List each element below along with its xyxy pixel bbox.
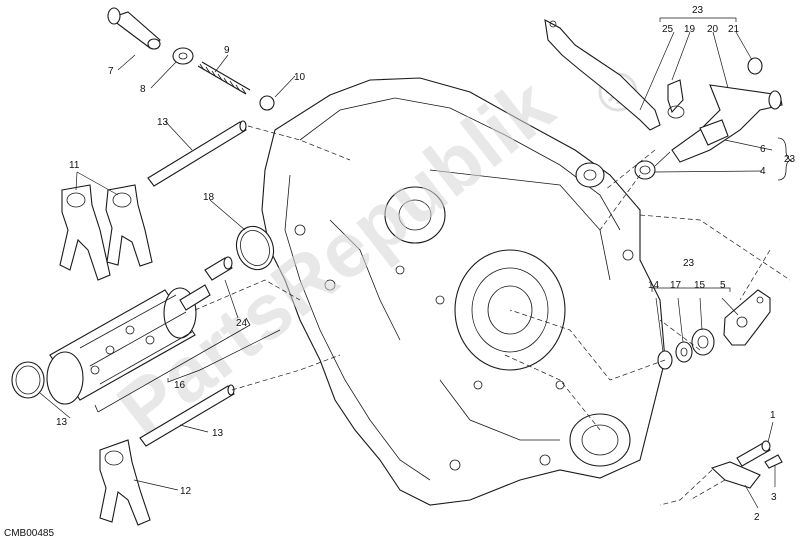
- part-13-fork-shaft-lower: [139, 384, 235, 447]
- callout-25: 25: [662, 24, 674, 35]
- callout-12: 12: [180, 486, 192, 497]
- callout-18: 16: [174, 380, 186, 391]
- group-brace-23: [777, 137, 793, 181]
- callout-13-upper: 13: [157, 117, 169, 128]
- callout-24: 24: [236, 318, 248, 329]
- crankcase-half: [261, 77, 666, 506]
- callout-6: 6: [760, 144, 766, 155]
- part-10-ball: [259, 95, 275, 111]
- callout-22: 21: [728, 24, 740, 35]
- part-selector-drum: [46, 284, 211, 405]
- part-17-washer: [675, 341, 693, 363]
- assembly-lines: [194, 125, 791, 506]
- callout-23-mid: 23: [683, 258, 695, 269]
- part-1-bolt: [736, 440, 771, 467]
- part-7-detent-bolt: [107, 7, 161, 50]
- callout-4: 4: [760, 166, 766, 177]
- part-24-sensor: [204, 256, 233, 281]
- callout-8: 8: [140, 84, 146, 95]
- callout-23-top: 23: [692, 5, 704, 16]
- part-20-spring-clip: [667, 79, 685, 119]
- part-12-shift-fork: [99, 439, 151, 526]
- part-19-o-ring: [235, 225, 275, 271]
- callout-13-lower: 13: [212, 428, 224, 439]
- part-4-spring: [634, 151, 671, 180]
- callout-7: 7: [108, 66, 114, 77]
- callout-15: 14: [648, 280, 660, 291]
- part-8-washer: [172, 47, 194, 65]
- part-16-bearing: [691, 328, 715, 356]
- callout-21: 20: [707, 24, 719, 35]
- part-6-selector-pawl: [699, 119, 729, 146]
- diagram-code: CMB00485: [4, 528, 54, 539]
- callout-14: 13: [56, 417, 68, 428]
- group-bracket-18: [94, 317, 251, 413]
- callout-9: 9: [224, 45, 230, 56]
- part-25-shift-lever: [544, 19, 661, 131]
- callout-2: 2: [754, 512, 760, 523]
- leader-lines: [39, 17, 776, 509]
- callout-1: 1: [770, 410, 776, 421]
- callout-16: 15: [694, 280, 706, 291]
- callout-3: 3: [771, 492, 777, 503]
- callout-5: 5: [720, 280, 726, 291]
- callout-19: 18: [203, 192, 215, 203]
- part-9-spring: [197, 61, 251, 95]
- part-3-screw: [764, 454, 783, 469]
- part-21-shift-shaft: [671, 84, 783, 163]
- part-14-circlip: [11, 361, 45, 399]
- callout-20: 19: [684, 24, 696, 35]
- callout-11: 11: [69, 160, 80, 171]
- callout-23-right: 23: [784, 154, 796, 165]
- part-11-shift-forks: [59, 184, 153, 281]
- part-2-plate: [710, 461, 761, 489]
- callout-10: 10: [294, 72, 306, 83]
- part-22-circlip: [747, 57, 763, 75]
- part-5-plate: [723, 289, 771, 346]
- callout-17: 17: [670, 280, 682, 291]
- part-13-fork-shaft-upper: [147, 120, 247, 187]
